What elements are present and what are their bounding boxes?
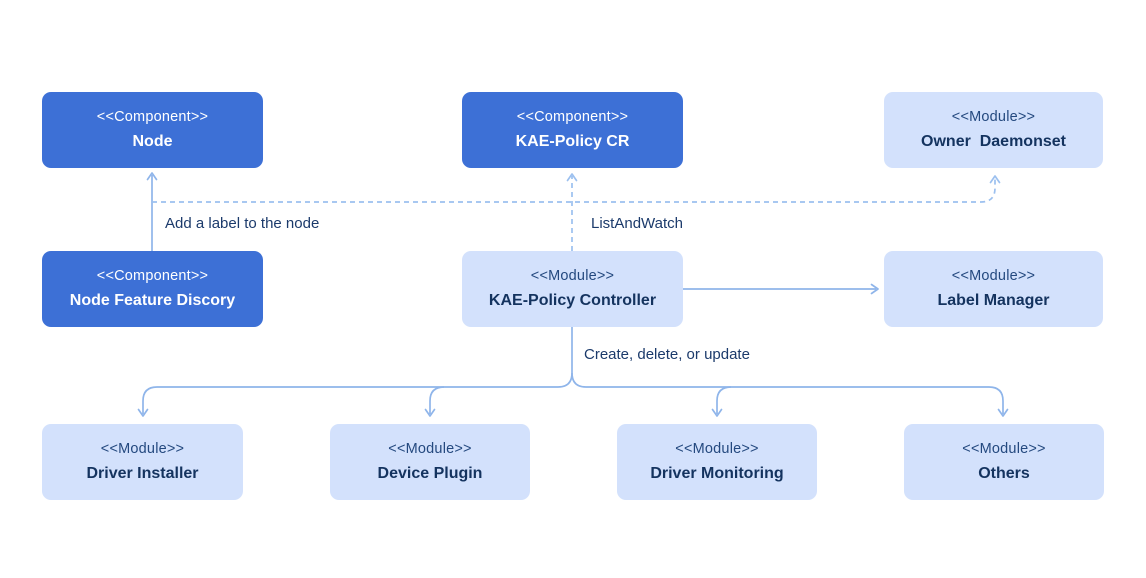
arrow-controller-to-device-plugin — [424, 386, 445, 417]
component-node-feature-discory-name: Node Feature Discory — [69, 292, 236, 310]
module-device-plugin-name: Device Plugin — [377, 465, 483, 483]
module-driver-installer-stereotype: <<Module>> — [100, 440, 185, 457]
edge-label-list-and-watch: ListAndWatch — [591, 215, 683, 232]
component-kae-policy-cr-stereotype: <<Component>> — [516, 108, 629, 125]
module-others: <<Module>> Others — [904, 424, 1104, 500]
module-driver-monitoring-name: Driver Monitoring — [650, 465, 784, 483]
arrow-dashed-to-owner-daemonset — [152, 175, 1001, 203]
module-label-manager-stereotype: <<Module>> — [951, 267, 1036, 284]
arrow-controller-to-driver-monitoring — [711, 386, 732, 417]
module-driver-monitoring-stereotype: <<Module>> — [675, 440, 759, 457]
module-kae-policy-controller: <<Module>> KAE-Policy Controller — [462, 251, 683, 327]
module-kae-policy-controller-name: KAE-Policy Controller — [488, 292, 657, 310]
component-node-feature-discory: <<Component>> Node Feature Discory — [42, 251, 263, 327]
module-kae-policy-controller-stereotype: <<Module>> — [530, 267, 615, 284]
module-driver-installer: <<Module>> Driver Installer — [42, 424, 243, 500]
component-node: <<Component>> Node — [42, 92, 263, 168]
module-label-manager-name: Label Manager — [937, 292, 1050, 310]
edge-label-add-label-to-node: Add a label to the node — [165, 215, 320, 232]
module-device-plugin-stereotype: <<Module>> — [388, 440, 472, 457]
component-node-stereotype: <<Component>> — [96, 108, 209, 125]
component-kae-policy-cr-name: KAE-Policy CR — [515, 133, 630, 151]
module-label-manager: <<Module>> Label Manager — [884, 251, 1103, 327]
module-others-stereotype: <<Module>> — [962, 440, 1046, 457]
component-node-feature-discory-stereotype: <<Component>> — [96, 267, 209, 284]
module-driver-installer-name: Driver Installer — [86, 465, 199, 483]
module-owner-daemonset: <<Module>> Owner Daemonset — [884, 92, 1103, 168]
module-others-name: Others — [978, 465, 1030, 483]
module-owner-daemonset-stereotype: <<Module>> — [951, 108, 1036, 125]
component-node-name: Node — [132, 133, 173, 151]
edge-label-create-delete-or-update: Create, delete, or update — [584, 346, 750, 363]
module-driver-monitoring: <<Module>> Driver Monitoring — [617, 424, 817, 500]
arrow-controller-to-others — [571, 372, 1009, 417]
arrow-controller-to-driver-installer — [137, 327, 573, 417]
module-device-plugin: <<Module>> Device Plugin — [330, 424, 530, 500]
module-owner-daemonset-name: Owner Daemonset — [921, 133, 1066, 151]
component-kae-policy-cr: <<Component>> KAE-Policy CR — [462, 92, 683, 168]
